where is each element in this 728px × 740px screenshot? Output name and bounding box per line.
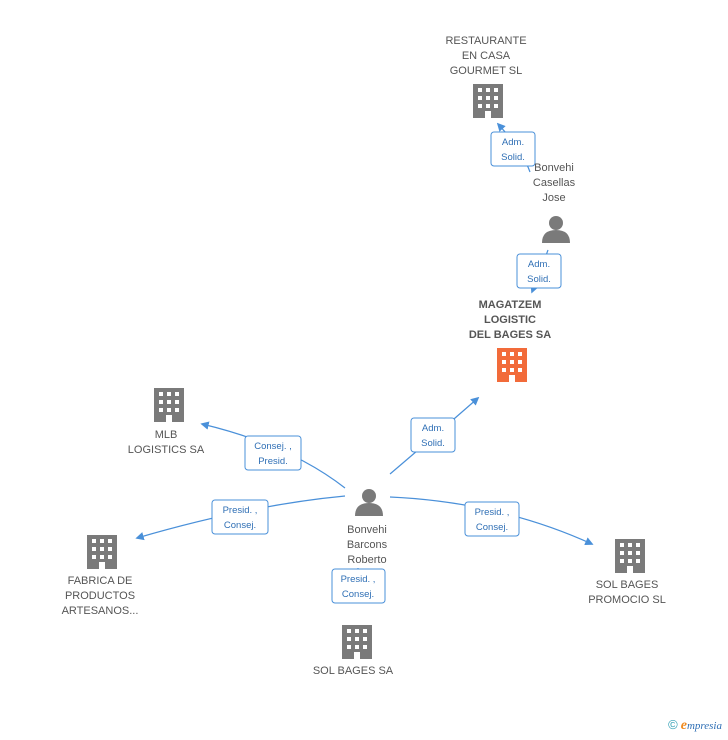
node-label-line1: MLB xyxy=(155,429,178,441)
edge-label-barcons-magatzem[interactable]: Adm. Solid. xyxy=(410,417,456,453)
node-label-line1: FABRICA DE xyxy=(68,575,133,587)
node-magatzem[interactable]: MAGATZEM LOGISTIC DEL BAGES SA xyxy=(469,299,551,382)
node-label-line1: Bonvehi xyxy=(534,162,574,174)
brand-name: mpresia xyxy=(686,720,722,732)
node-restaurante[interactable]: RESTAURANTE EN CASA GOURMET SL xyxy=(445,35,527,118)
building-icon xyxy=(87,535,117,569)
node-label-line1: MAGATZEM xyxy=(479,299,542,311)
node-bonvehi-barcons[interactable]: Bonvehi Barcons Roberto xyxy=(347,489,388,566)
node-label-line3: GOURMET SL xyxy=(450,65,523,77)
node-label-line2: LOGISTIC xyxy=(484,314,536,326)
building-icon xyxy=(497,348,527,382)
edge-text-line1: Adm. xyxy=(422,423,444,434)
edge-label-casellas-restaurante[interactable]: Adm. Solid. xyxy=(490,131,536,167)
building-icon xyxy=(154,388,184,422)
edge-label-barcons-promocio[interactable]: Presid. , Consej. xyxy=(464,501,520,537)
building-icon xyxy=(615,539,645,573)
edge-label-barcons-fabrica[interactable]: Presid. , Consej. xyxy=(211,499,269,535)
edge-label-casellas-magatzem[interactable]: Adm. Solid. xyxy=(516,253,562,289)
node-label-line1: SOL BAGES xyxy=(596,579,659,591)
edge-text-line1: Adm. xyxy=(528,259,550,270)
edge-labels: Adm. Solid. Adm. Solid. Adm. Solid. Cons… xyxy=(211,131,562,604)
node-label-line3: DEL BAGES SA xyxy=(469,329,551,341)
node-bonvehi-casellas[interactable]: Bonvehi Casellas Jose xyxy=(533,162,576,243)
node-label-line2: Barcons xyxy=(347,539,388,551)
building-icon xyxy=(473,84,503,118)
copyright-icon: © xyxy=(668,717,678,732)
building-icon xyxy=(342,625,372,659)
node-label-line3: Roberto xyxy=(347,554,386,566)
node-label-line2: EN CASA xyxy=(462,50,511,62)
edge-text-line2: Consej. xyxy=(476,522,508,533)
edge-text-line1: Presid. , xyxy=(475,507,510,518)
edge-text-line1: Presid. , xyxy=(341,574,376,585)
node-label-line2: PROMOCIO SL xyxy=(588,594,666,606)
node-sol-bages[interactable]: SOL BAGES SA xyxy=(313,625,394,677)
node-label-line2: LOGISTICS SA xyxy=(128,444,205,456)
edge-label-barcons-mlb[interactable]: Consej. , Presid. xyxy=(244,435,302,471)
empresia-logo[interactable]: ©empresia xyxy=(668,717,722,734)
edge-text-line2: Consej. xyxy=(342,589,374,600)
node-label-line1: SOL BAGES SA xyxy=(313,665,394,677)
edge-text-line2: Presid. xyxy=(258,456,288,467)
node-mlb[interactable]: MLB LOGISTICS SA xyxy=(128,388,205,456)
edge-text-line1: Presid. , xyxy=(223,505,258,516)
node-label-line2: PRODUCTOS xyxy=(65,590,135,602)
edge-text-line2: Solid. xyxy=(527,274,551,285)
edge-text-line2: Consej. xyxy=(224,520,256,531)
node-sol-bages-promocio[interactable]: SOL BAGES PROMOCIO SL xyxy=(588,539,666,606)
person-icon xyxy=(542,216,570,243)
node-label-line3: Jose xyxy=(542,192,565,204)
node-fabrica[interactable]: FABRICA DE PRODUCTOS ARTESANOS... xyxy=(62,535,139,617)
brand-e: e xyxy=(680,718,687,733)
node-label-line1: RESTAURANTE xyxy=(445,35,526,47)
node-label-line2: Casellas xyxy=(533,177,576,189)
node-label-line3: ARTESANOS... xyxy=(62,605,139,617)
person-icon xyxy=(355,489,383,516)
edge-text-line1: Adm. xyxy=(502,137,524,148)
edge-text-line2: Solid. xyxy=(501,152,525,163)
edge-label-barcons-solbages[interactable]: Presid. , Consej. xyxy=(331,568,386,604)
edge-text-line1: Consej. , xyxy=(254,441,292,452)
edge-text-line2: Solid. xyxy=(421,438,445,449)
node-label-line1: Bonvehi xyxy=(347,524,387,536)
